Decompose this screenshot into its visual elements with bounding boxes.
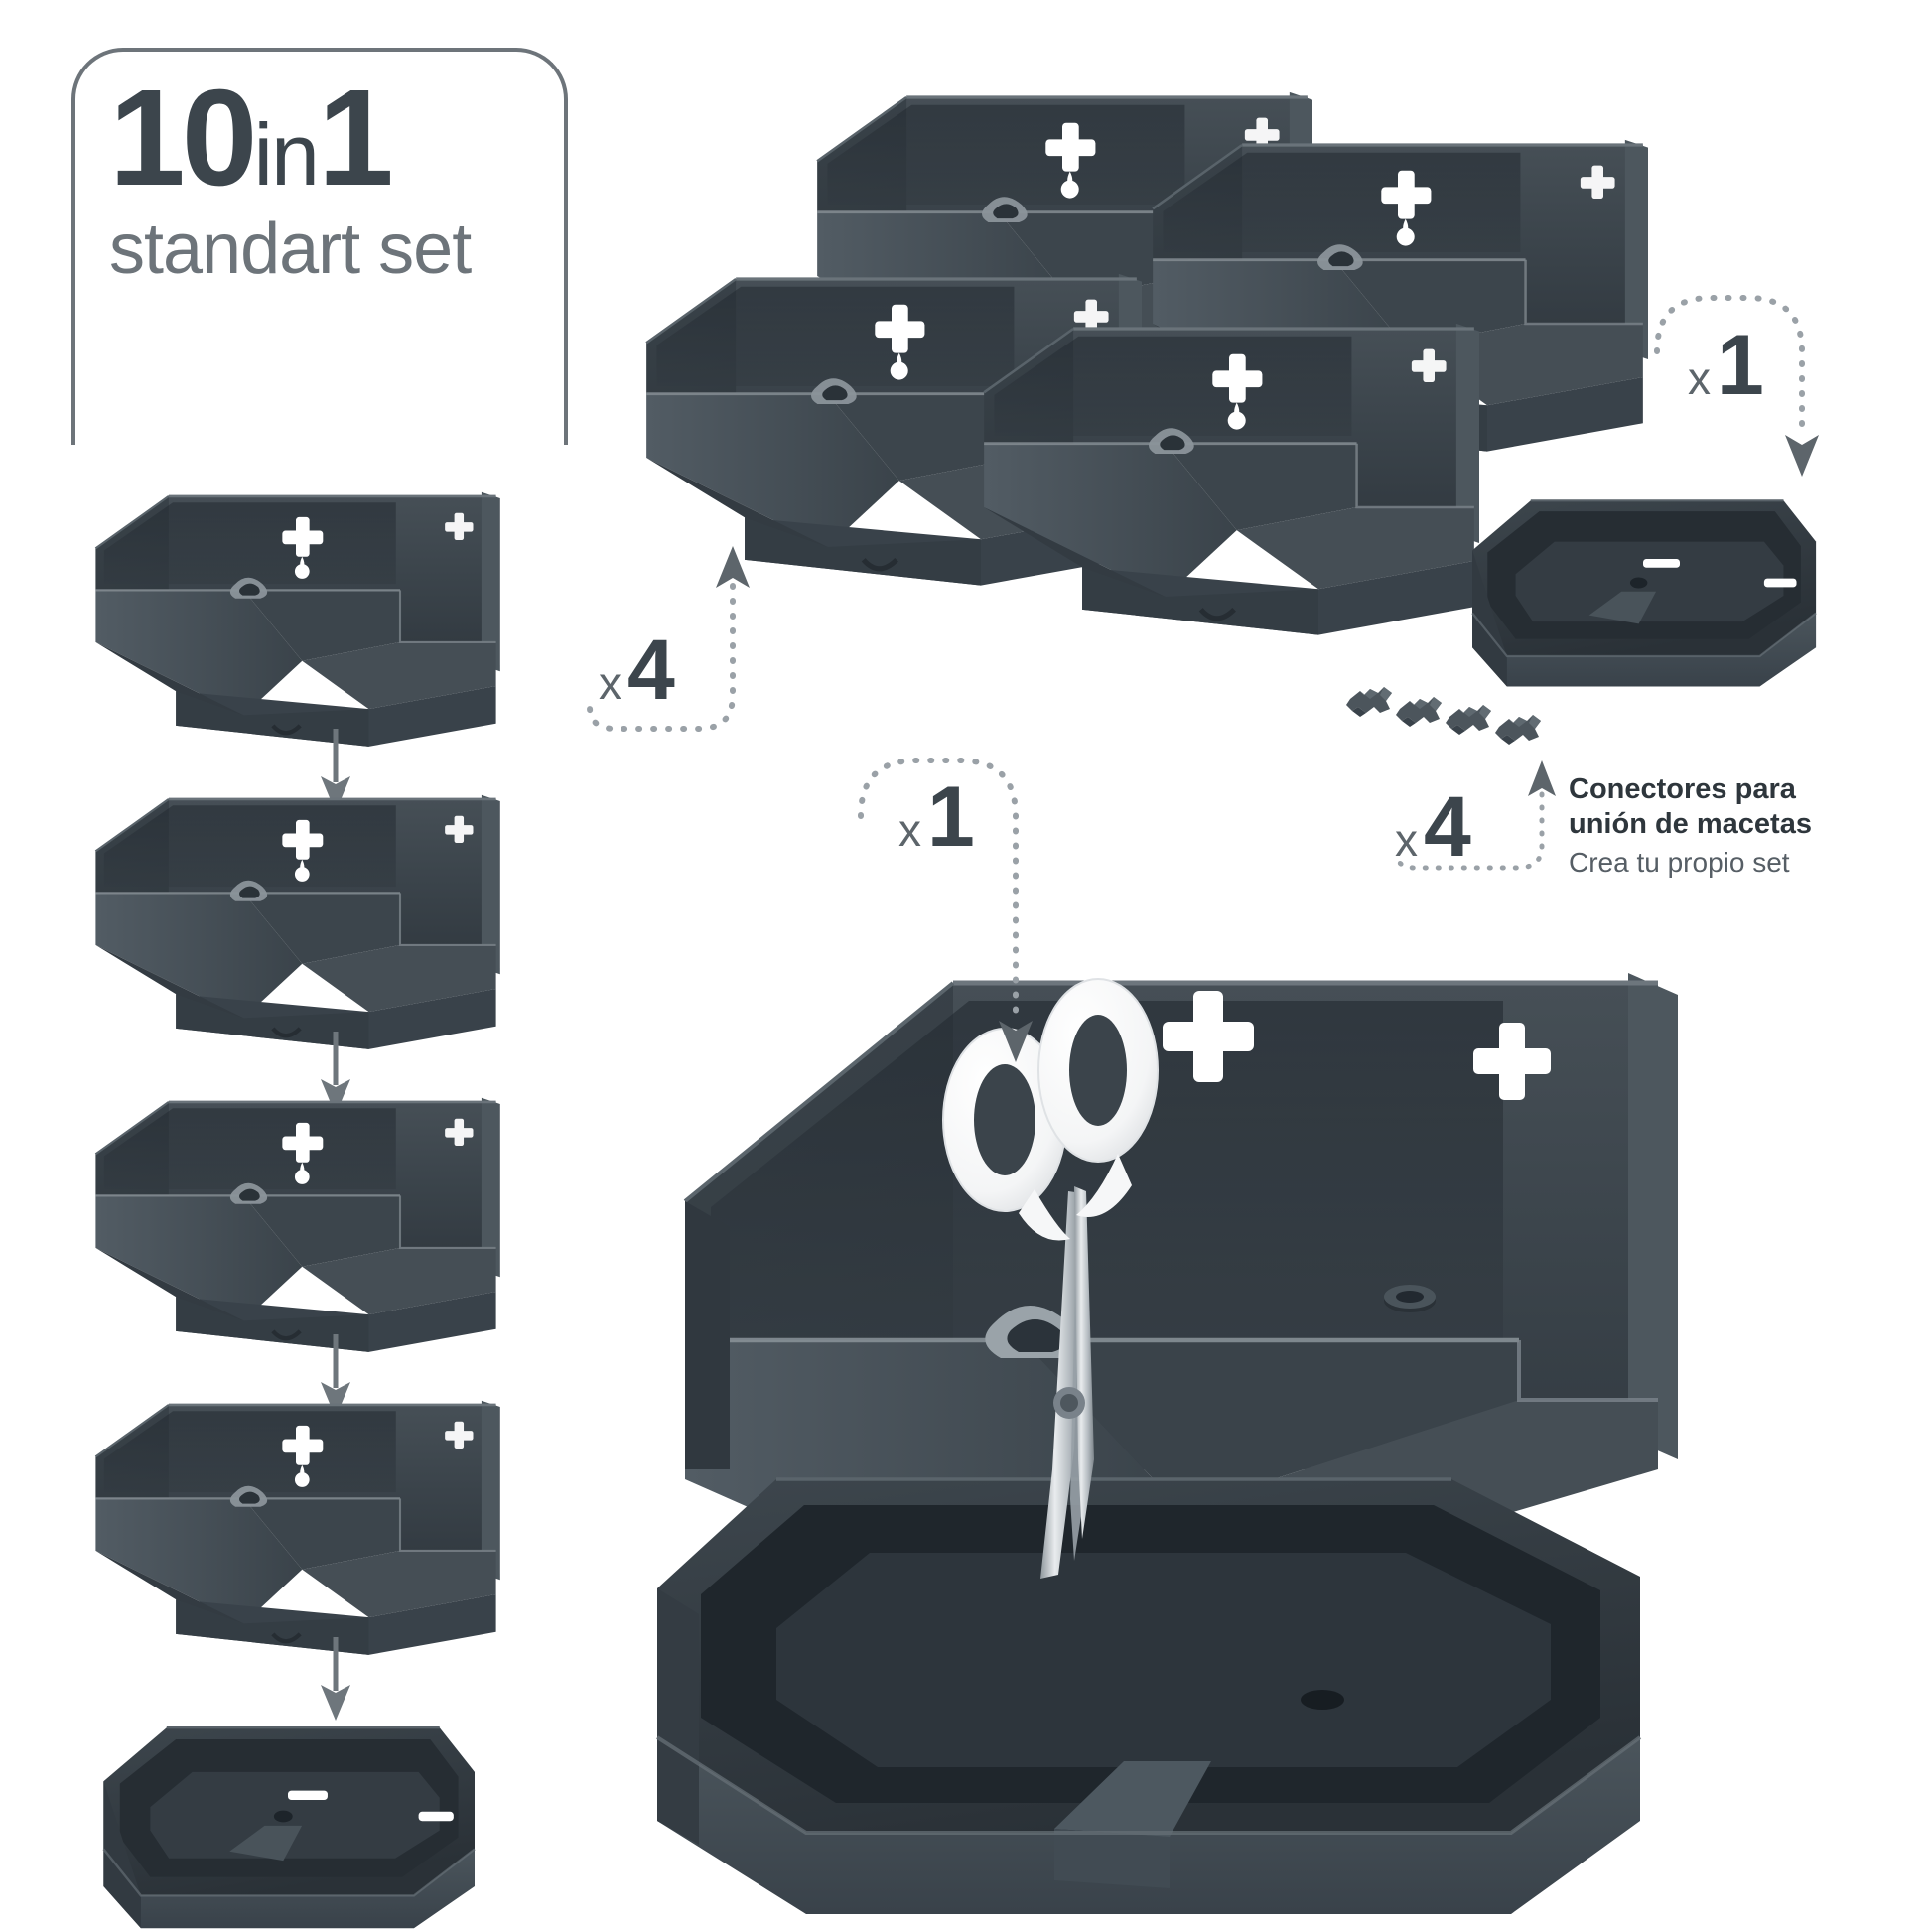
callout-connectors-x4: x 4 xyxy=(1395,784,1471,870)
badge-title-block: 10in1 standart set xyxy=(109,69,536,288)
callout-multiplier-symbol: x xyxy=(1688,352,1711,404)
callout-planters-x4: x 4 xyxy=(599,627,675,713)
badge-number-10: 10 xyxy=(109,62,257,214)
badge-in-word: in xyxy=(253,105,320,204)
callout-multiplier-symbol: x xyxy=(1395,814,1418,866)
callout-count-value: 1 xyxy=(927,769,975,865)
connector-note-line1: Conectores para xyxy=(1569,773,1796,805)
left-stack-planter-2 xyxy=(87,769,504,1062)
callout-count-value: 4 xyxy=(627,622,675,718)
connector-note-line2: unión de macetas xyxy=(1569,808,1812,841)
left-stack-planter-1 xyxy=(87,467,504,759)
left-stack-base-tray xyxy=(89,1700,486,1932)
callout-hero-x1: x 1 xyxy=(898,774,975,860)
hero-base-tray xyxy=(627,1440,1680,1916)
connector-clips-cluster xyxy=(1340,675,1559,764)
callout-multiplier-symbol: x xyxy=(898,804,921,856)
badge-number-1: 1 xyxy=(318,62,394,214)
base-tray-right xyxy=(1459,475,1827,691)
callout-multiplier-symbol: x xyxy=(599,657,621,709)
connector-note-line3: Crea tu propio set xyxy=(1569,846,1790,878)
connector-note: Conectores para unión de macetas Crea tu… xyxy=(1569,772,1812,880)
badge-headline: 10in1 xyxy=(109,69,536,207)
callout-tray-x1: x 1 xyxy=(1688,323,1764,408)
badge-subtitle: standart set xyxy=(109,209,472,289)
left-stack-planter-3 xyxy=(87,1072,504,1365)
callout-count-value: 4 xyxy=(1424,779,1471,875)
callout-count-value: 1 xyxy=(1717,318,1764,413)
planter-group-unit-4 xyxy=(971,293,1487,650)
left-stack-planter-4 xyxy=(87,1375,504,1668)
